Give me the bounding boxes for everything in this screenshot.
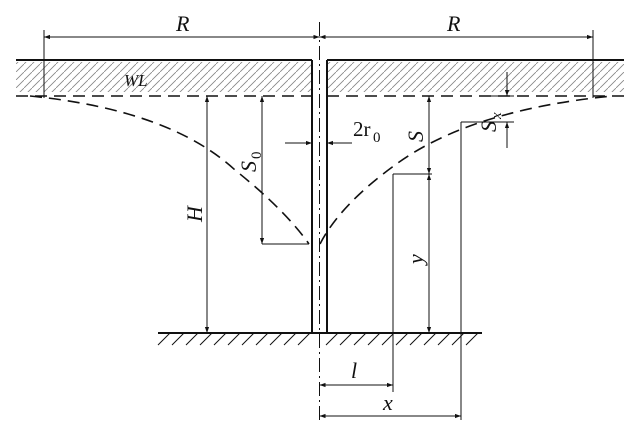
soil-layer-right [327, 62, 624, 92]
label-2r0-sub: 0 [373, 130, 381, 146]
label-Sx-sub: x [489, 112, 505, 120]
label-y: y [403, 254, 428, 266]
soil-layer-left [16, 62, 312, 92]
label-l: l [351, 358, 357, 383]
label-x: x [382, 390, 393, 415]
label-S0: S 0 [236, 152, 265, 173]
label-Sx-main: S [476, 121, 501, 132]
label-S0-main: S [236, 161, 261, 172]
label-2r0-main: 2r [353, 117, 371, 141]
label-S: S [403, 131, 428, 142]
label-H: H [182, 205, 207, 223]
drawdown-curve-left [29, 95, 310, 245]
label-S0-sub: 0 [249, 152, 265, 160]
label-R-left: R [175, 11, 190, 36]
impermeable-base-hatching [157, 332, 479, 346]
label-2r0: 2r 0 [353, 117, 381, 146]
label-Sx: S x [476, 112, 505, 132]
label-R-right: R [446, 11, 461, 36]
label-WL: WL [124, 71, 148, 90]
drawdown-curve-right [319, 95, 613, 245]
